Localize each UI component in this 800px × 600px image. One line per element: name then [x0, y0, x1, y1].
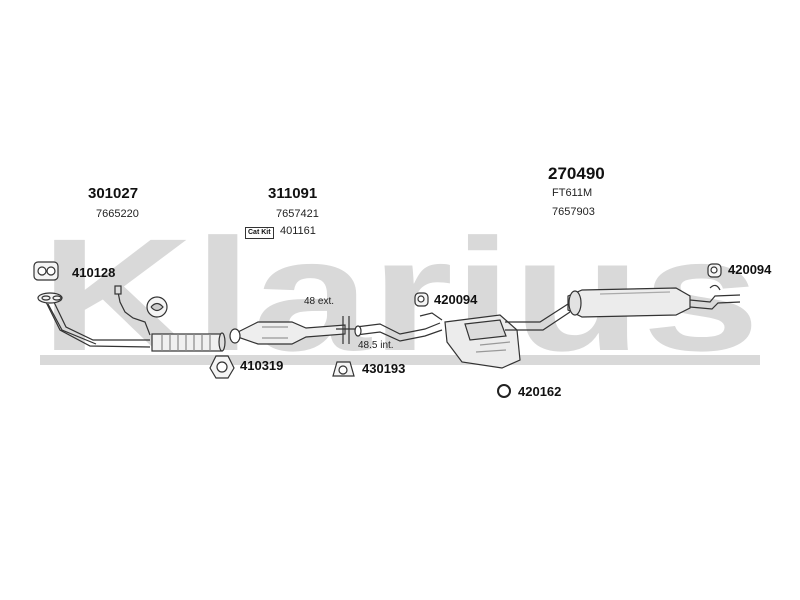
- dimension-ext: 48 ext.: [304, 296, 335, 307]
- ref-rear-box-1: FT611M: [552, 187, 593, 199]
- part-number-rear-box: 270490: [548, 164, 605, 183]
- gasket-410319-icon: [209, 355, 235, 379]
- ref-catalyst: 7657421: [276, 208, 319, 220]
- part-number-catalyst: 311091: [268, 185, 318, 202]
- cat-kit-badge: Cat Kit: [245, 227, 274, 239]
- fitting-label-420094-rear: 420094: [728, 262, 772, 277]
- centre-pipe-drawing: [354, 312, 443, 342]
- mount-420094-centre-icon: [414, 292, 429, 307]
- mount-420094-rear-icon: [707, 263, 722, 278]
- catalyst-drawing: [229, 321, 346, 345]
- ref-rear-box-2: 7657903: [552, 206, 595, 218]
- front-pipe-drawing: [37, 285, 151, 348]
- gasket-410128-icon: [33, 261, 59, 281]
- watermark-logo: Klarius: [40, 205, 760, 384]
- part-number-front-pipe: 301027: [88, 185, 139, 202]
- watermark-bar: [40, 355, 760, 365]
- fitting-label-420094-centre: 420094: [434, 292, 478, 307]
- joint-marker: [336, 316, 356, 344]
- middle-silencer-drawing: [444, 314, 521, 369]
- ref-front-pipe: 7665220: [96, 208, 139, 220]
- fitting-label-410128: 410128: [72, 265, 116, 280]
- rear-silencer-drawing: [567, 287, 691, 318]
- fitting-label-410319: 410319: [240, 358, 284, 373]
- flex-pipe-drawing: [151, 332, 226, 352]
- fitting-label-430193: 430193: [362, 361, 406, 376]
- mount-430193-icon: [332, 361, 355, 377]
- fitting-label-420162: 420162: [518, 384, 562, 399]
- mount-ring-icon: [146, 296, 168, 318]
- ref-cat-kit: 401161: [280, 225, 316, 237]
- rear-pipe-drawing: [505, 284, 741, 331]
- ring-420162-icon: [497, 384, 511, 398]
- dimension-int: 48.5 int.: [358, 340, 394, 351]
